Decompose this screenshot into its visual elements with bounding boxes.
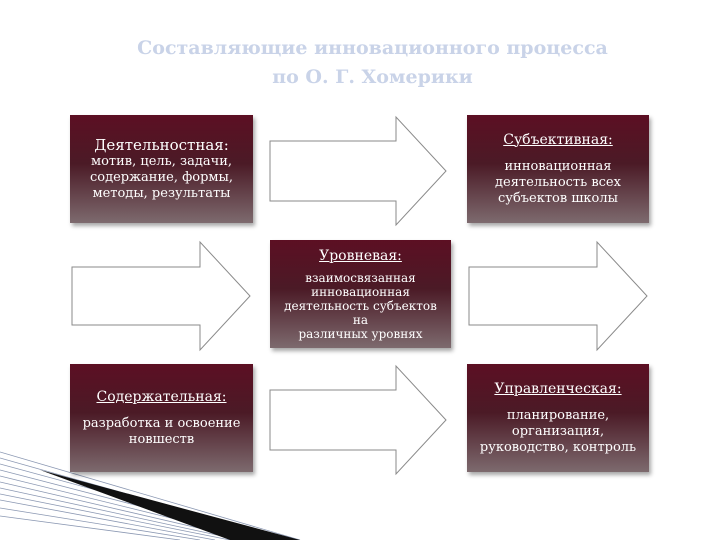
level-line-1: взаимосвязанная [305, 270, 416, 285]
managerial-line-2: организация, [511, 423, 605, 439]
subjective-box: Субъективная: инновационная деятельность… [467, 115, 649, 223]
activity-line-1: мотив, цель, задачи, [90, 153, 233, 169]
arrow-right-bottom [269, 364, 447, 476]
subjective-heading: Субъективная: [503, 131, 613, 148]
arrow-right-middle-right [468, 240, 648, 352]
activity-box: Деятельностная: мотив, цель, задачи, сод… [70, 115, 253, 223]
content-heading: Содержательная: [96, 388, 227, 405]
activity-line-3: методы, результаты [92, 185, 231, 201]
level-line-3: деятельность субъектов на [284, 298, 437, 327]
level-line-2: инновационная [311, 284, 410, 299]
arrow-right-top [269, 115, 447, 227]
content-line-2: новшеств [128, 431, 195, 447]
managerial-line-3: руководство, контроль [479, 439, 637, 455]
arrow-right-middle-left [71, 240, 251, 352]
subjective-line-1: инновационная [504, 158, 612, 174]
activity-heading: Деятельностная: [94, 135, 229, 154]
activity-line-2: содержание, формы, [89, 169, 234, 185]
content-box: Содержательная: разработка и освоение но… [70, 364, 253, 472]
managerial-line-1: планирование, [506, 407, 610, 423]
title-line-2: по О. Г. Хомерики [272, 66, 473, 88]
subjective-line-3: субъектов школы [498, 190, 618, 206]
level-box: Уровневая: взаимосвязанная инновационная… [270, 240, 451, 348]
managerial-heading: Управленческая: [494, 380, 622, 397]
level-line-4: различных уровнях [298, 326, 423, 341]
title-line-1: Составляющие инновационного процесса [137, 37, 608, 59]
diagram-title: Составляющие инновационного процесса по … [100, 34, 645, 92]
level-heading: Уровневая: [319, 247, 402, 264]
managerial-box: Управленческая: планирование, организаци… [467, 364, 649, 472]
content-line-1: разработка и освоение [82, 415, 241, 431]
subjective-line-2: деятельность всех [495, 174, 621, 190]
